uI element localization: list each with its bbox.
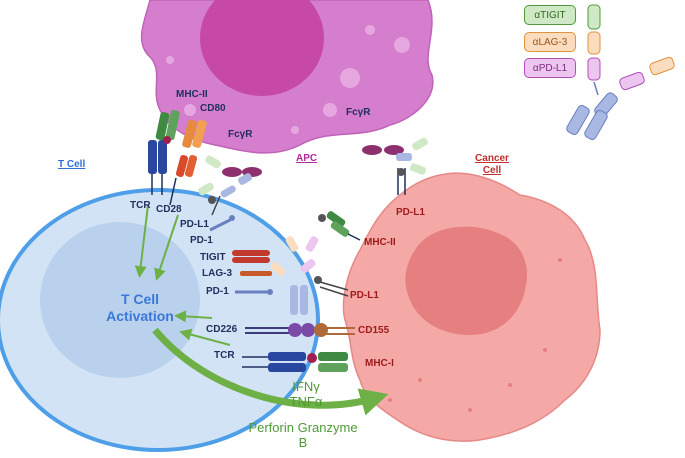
cd28-label: CD28 — [156, 204, 182, 215]
tcr-top-label: TCR — [130, 200, 151, 211]
cancer-cell-label: Cancer Cell — [475, 153, 509, 176]
pd-1-mid-label: PD-1 — [206, 286, 229, 297]
t-cell-activation-label: T Cell Activation — [106, 291, 174, 324]
cd80-label: CD80 — [200, 103, 226, 114]
legend-antibody-icon — [566, 4, 675, 141]
mhc-ii-cancer — [318, 211, 361, 241]
apc-cell — [140, 0, 434, 154]
activation-arrows — [134, 204, 231, 346]
pd-1-top-label: PD-1 — [190, 235, 213, 246]
apc-label: APC — [296, 153, 318, 164]
fcgr-left-label: FcγR — [228, 129, 253, 140]
cytotoxic-arrow — [152, 327, 389, 416]
cancer-nucleus — [405, 226, 527, 335]
cytokines-label: IFNγ TNFα — [289, 379, 323, 409]
lag-3-label: LAG-3 — [202, 268, 232, 279]
pd-l1-cancer-mid-label: PD-L1 — [350, 290, 379, 301]
tigit-lag3-receptors — [232, 250, 273, 295]
cd226-cd155 — [245, 323, 355, 337]
mhc-ii-apc-label: MHC-II — [176, 89, 208, 100]
tcr-mhc-ii-top — [148, 110, 180, 195]
legend-item-apdl1: αPD-L1 — [524, 58, 576, 78]
effectors-label: Perforin Granzyme B — [248, 420, 358, 450]
central-antibody-cluster — [270, 236, 349, 315]
legend-item-alag3: αLAG-3 — [524, 32, 576, 52]
mhc-ii-cancer-label: MHC-II — [364, 237, 396, 248]
fcgr-left-complex — [198, 155, 262, 216]
fcgr-right-label: FcγR — [346, 107, 371, 118]
t-cell-label: T Cell — [58, 159, 86, 170]
cd80-cd28 — [169, 119, 207, 206]
pd-1-top-receptor — [209, 215, 235, 232]
cancer-cell — [342, 172, 601, 442]
pd-l1-apc-label: PD-L1 — [180, 219, 209, 230]
mhc-i-label: MHC-I — [365, 358, 394, 369]
cd155-label: CD155 — [358, 325, 390, 336]
tcr-mhc-i-bottom — [242, 352, 348, 372]
fcgr-right-complex — [362, 137, 428, 195]
pd-l1-cancer-top-label: PD-L1 — [396, 207, 425, 218]
apc-nucleus — [200, 0, 324, 96]
tigit-label: TIGIT — [200, 252, 226, 263]
legend-item-atigit: αTIGIT — [524, 5, 576, 25]
tcr-bottom-label: TCR — [214, 350, 235, 361]
cd226-label: CD226 — [206, 324, 238, 335]
